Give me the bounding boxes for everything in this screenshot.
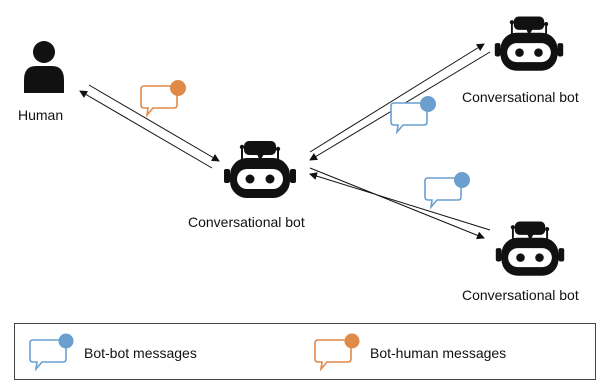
arrow-center-to-bottom-bot — [309, 167, 485, 240]
top-bot-label: Conversational bot — [462, 89, 579, 105]
arrow-bottom-bot-to-center — [309, 172, 491, 231]
bottom-bot-icon — [494, 220, 566, 277]
human-label: Human — [18, 107, 64, 123]
bot-bot-message-bubble-bottom — [424, 172, 470, 208]
bot-bot-message-bubble-top — [390, 96, 436, 133]
legend — [14, 323, 596, 380]
arrow-center-to-top-bot — [309, 43, 485, 153]
human-icon — [24, 41, 64, 93]
legend-bot-human-label: Bot-human messages — [370, 345, 507, 361]
legend-bot-human-icon — [314, 333, 360, 370]
legend-bot-bot-icon — [29, 333, 74, 370]
top-bot-icon — [493, 15, 565, 72]
arrow-human-to-bot — [88, 84, 220, 162]
bottom-bot-label: Conversational bot — [462, 287, 579, 303]
bot-human-message-bubble — [140, 80, 186, 116]
legend-bot-bot-label: Bot-bot messages — [84, 345, 197, 361]
center-bot-label: Conversational bot — [188, 214, 305, 230]
arrow-bot-to-human — [79, 90, 213, 169]
center-bot-icon — [223, 140, 297, 199]
